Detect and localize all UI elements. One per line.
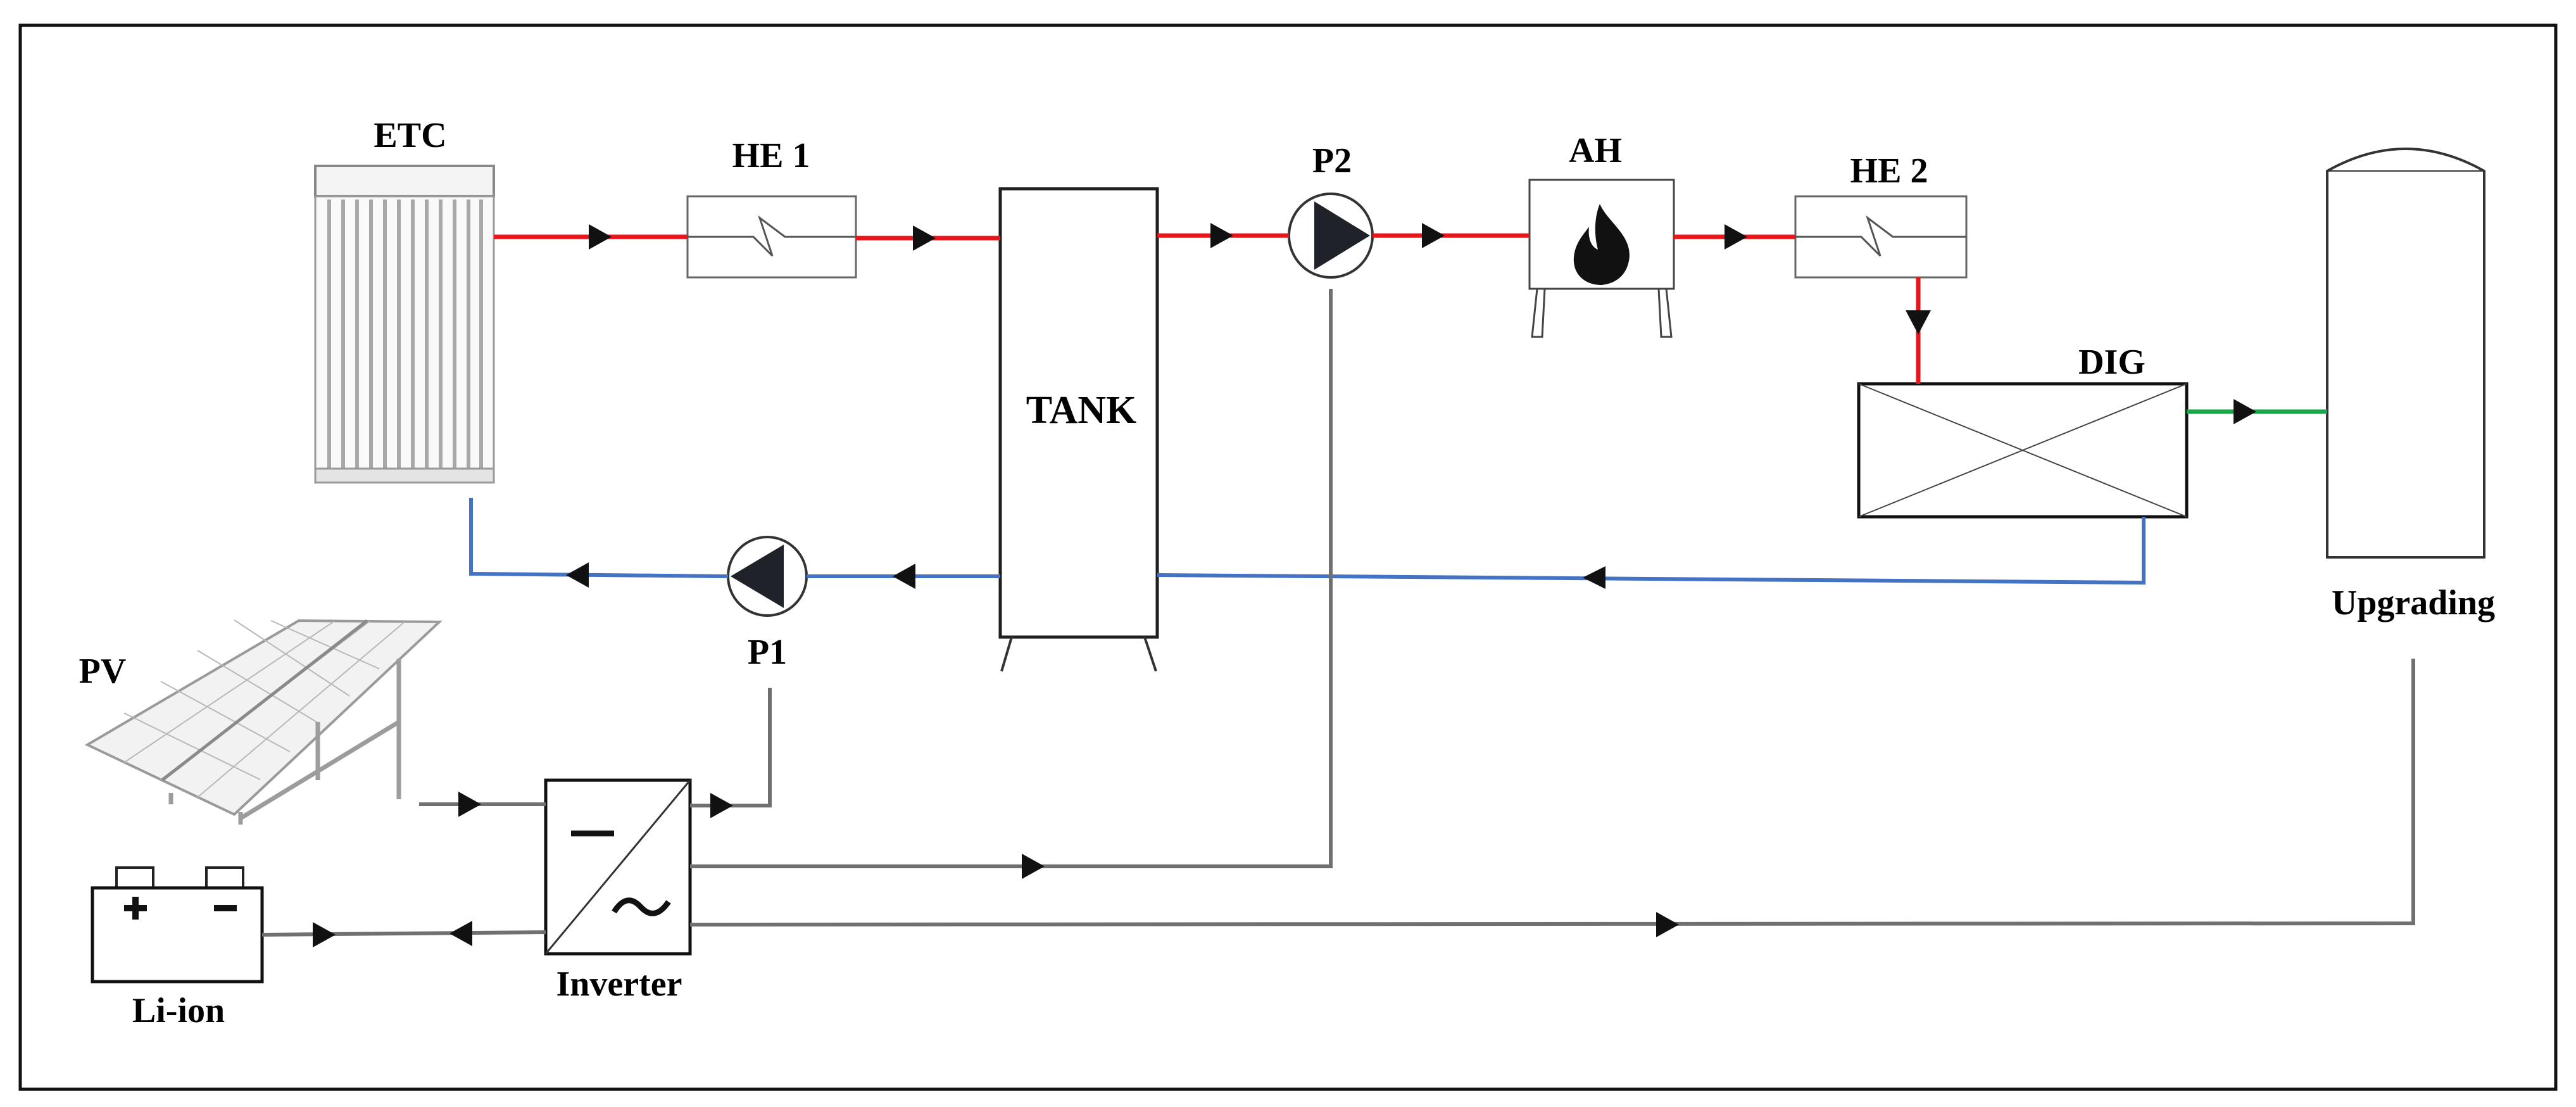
return-loop-pipes [469, 498, 2146, 589]
pv-panel [84, 619, 443, 825]
battery-icon [91, 866, 264, 984]
etc-tubes [327, 199, 483, 472]
liion-label: Li-ion [132, 991, 225, 1030]
biogas-pipe [2187, 399, 2327, 424]
p2-label: P2 [1312, 141, 1352, 180]
flame-icon [1573, 204, 1630, 285]
ah-heater [1528, 179, 1675, 338]
p1-pump [727, 536, 808, 617]
he1-exchanger [686, 195, 857, 279]
hot-loop-pipes [494, 223, 1931, 384]
dig-digester [1857, 382, 2189, 519]
p2-pump [1288, 193, 1374, 279]
etc-label: ETC [374, 116, 446, 155]
upgrading-vessel [2326, 148, 2485, 559]
he2-label: HE 2 [1850, 151, 1928, 191]
dc-ac-inverter-icon [612, 897, 671, 916]
he2-exchanger [1794, 195, 1968, 279]
etc-collector [314, 165, 495, 484]
tank-label: TANK [1026, 389, 1137, 432]
p1-label: P1 [748, 633, 787, 672]
upgrading-label: Upgrading [2332, 583, 2495, 623]
ah-label: AH [1569, 131, 1622, 170]
inverter-label: Inverter [556, 965, 682, 1004]
tank [998, 187, 1159, 672]
dig-label: DIG [2078, 343, 2146, 382]
he1-label: HE 1 [732, 136, 810, 175]
pv-label: PV [79, 652, 127, 691]
electric-wiring [261, 289, 2415, 947]
inverter [544, 778, 692, 956]
